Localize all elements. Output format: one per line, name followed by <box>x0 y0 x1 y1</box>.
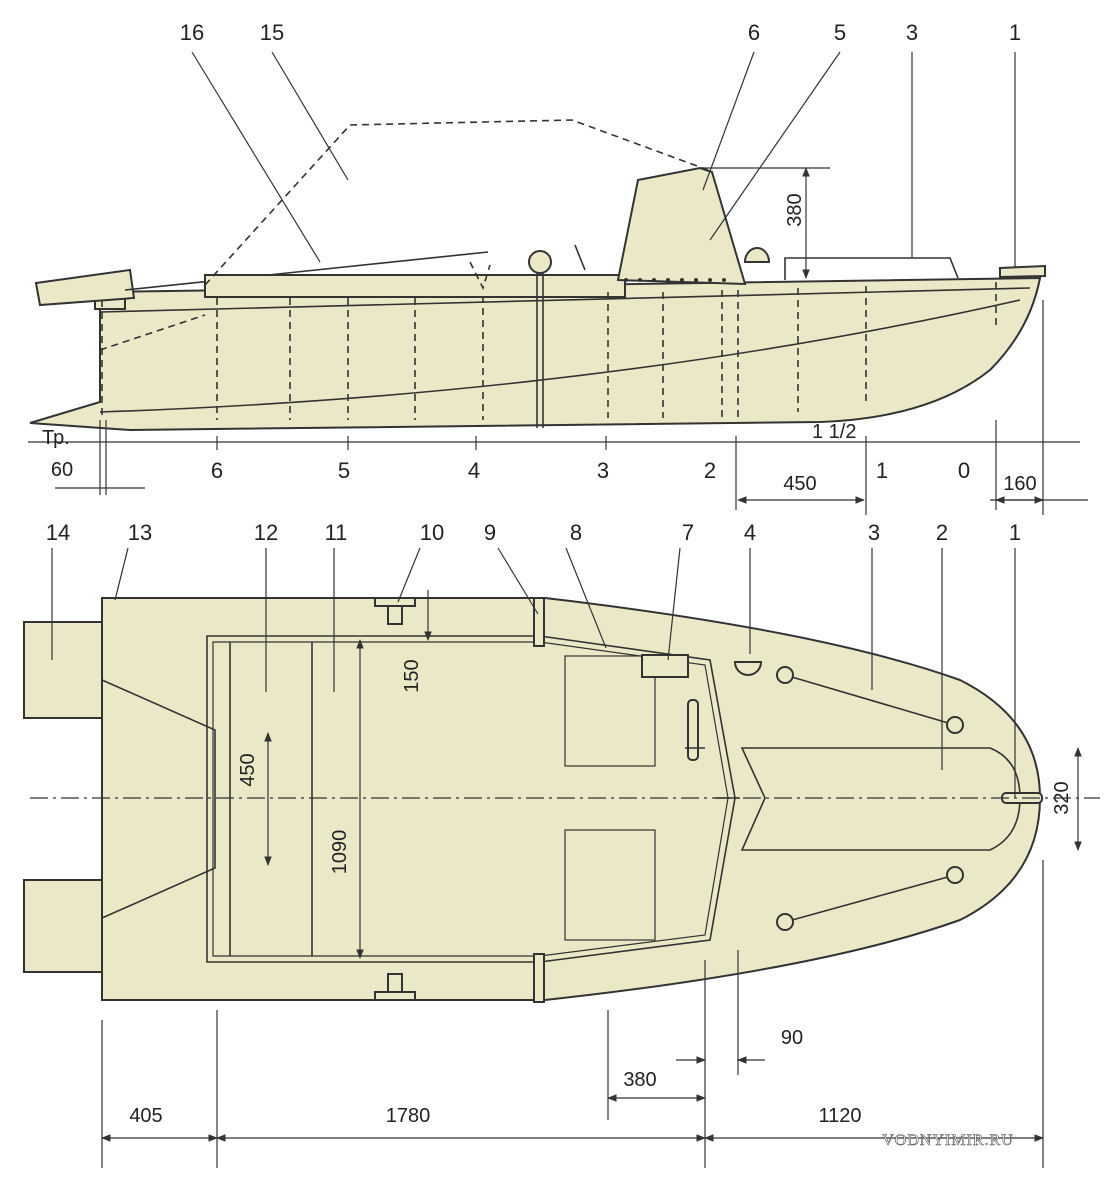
dim-1120: 1120 <box>818 1105 861 1127</box>
side-leaders <box>191 51 1016 268</box>
console-vents <box>624 278 726 282</box>
bow-handrail <box>784 257 959 280</box>
seat-block <box>204 274 626 298</box>
steering-column <box>687 699 699 761</box>
callout-1: 1 <box>1009 20 1021 45</box>
side-view: 16 15 6 5 3 1 Тр. 6 5 4 3 2 1 1/2 1 0 60… <box>28 20 1088 515</box>
callout-2: 2 <box>936 520 948 545</box>
canopy-outline <box>204 119 709 286</box>
watermark: VODNYIMIR.RU <box>882 1132 1014 1149</box>
bottom-dim-lines <box>101 860 1044 1168</box>
plan-leaders <box>51 547 1016 798</box>
station-label-6: 6 <box>211 458 223 483</box>
dim-160: 160 <box>1003 473 1036 495</box>
dim-150: 150 <box>401 659 423 692</box>
dim-380-side: 380 <box>784 193 806 226</box>
callout-9: 9 <box>484 520 496 545</box>
station-label-5: 5 <box>338 458 350 483</box>
deck-line <box>99 287 1031 313</box>
dim-90: 90 <box>781 1027 803 1049</box>
canopy-rib <box>99 314 206 351</box>
station-ticks <box>99 300 1044 515</box>
callout-13: 13 <box>128 520 152 545</box>
hatch-8 <box>564 655 656 767</box>
station-label-4: 4 <box>468 458 480 483</box>
outboard-motor <box>34 268 136 307</box>
dim-450-plan: 450 <box>237 753 259 786</box>
frame-9-top <box>533 597 545 647</box>
station-label-1: 1 <box>876 458 888 483</box>
nav-light <box>528 250 552 274</box>
station-label-3: 3 <box>597 458 609 483</box>
motor-well <box>101 679 216 919</box>
station-label-0: 0 <box>958 458 970 483</box>
bulkhead-lines <box>101 282 997 420</box>
outboard-right <box>23 879 103 973</box>
searchlight <box>743 247 771 263</box>
cockpit-inner <box>212 641 729 957</box>
box-7 <box>641 654 689 678</box>
handrails <box>776 666 964 931</box>
callout-3-plan: 3 <box>868 520 880 545</box>
station-label-2: 2 <box>704 458 716 483</box>
console <box>616 166 747 286</box>
hatch-lower <box>564 829 656 941</box>
station-label-transom: Тр. <box>42 427 70 449</box>
frame-9-bottom <box>533 953 545 1003</box>
callout-10: 10 <box>420 520 444 545</box>
outboard-left <box>23 621 103 719</box>
searchlight-plan <box>733 661 763 676</box>
plan-view: 14 13 12 11 10 9 8 7 4 3 2 1 450 1090 15… <box>23 520 1100 1168</box>
callout-11: 11 <box>325 520 348 545</box>
callout-14: 14 <box>46 520 70 545</box>
cockpit-outline <box>206 635 736 963</box>
side-hull <box>29 276 1042 432</box>
tiller-rail <box>124 251 489 291</box>
bow-cleat <box>999 264 1046 279</box>
canopy-rib-2 <box>469 261 491 291</box>
chine-line <box>99 299 1021 413</box>
dim-1090: 1090 <box>329 830 351 875</box>
dim-450-side: 450 <box>783 473 816 495</box>
callout-15: 15 <box>260 20 284 45</box>
callout-5: 5 <box>834 20 846 45</box>
callout-12: 12 <box>254 520 278 545</box>
callout-3: 3 <box>906 20 918 45</box>
callout-1-plan: 1 <box>1009 520 1021 545</box>
dim-380-plan: 380 <box>623 1069 656 1091</box>
callout-8: 8 <box>570 520 582 545</box>
dim-1780: 1780 <box>386 1105 431 1127</box>
dim-320: 320 <box>1051 781 1073 814</box>
callout-6: 6 <box>748 20 760 45</box>
dim-60: 60 <box>51 459 73 481</box>
dim-405: 405 <box>129 1105 162 1127</box>
station-label-1-half: 1 1/2 <box>812 421 856 443</box>
callout-16: 16 <box>180 20 204 45</box>
callout-7: 7 <box>682 520 694 545</box>
callout-4: 4 <box>744 520 756 545</box>
steering-wheel <box>574 244 586 271</box>
